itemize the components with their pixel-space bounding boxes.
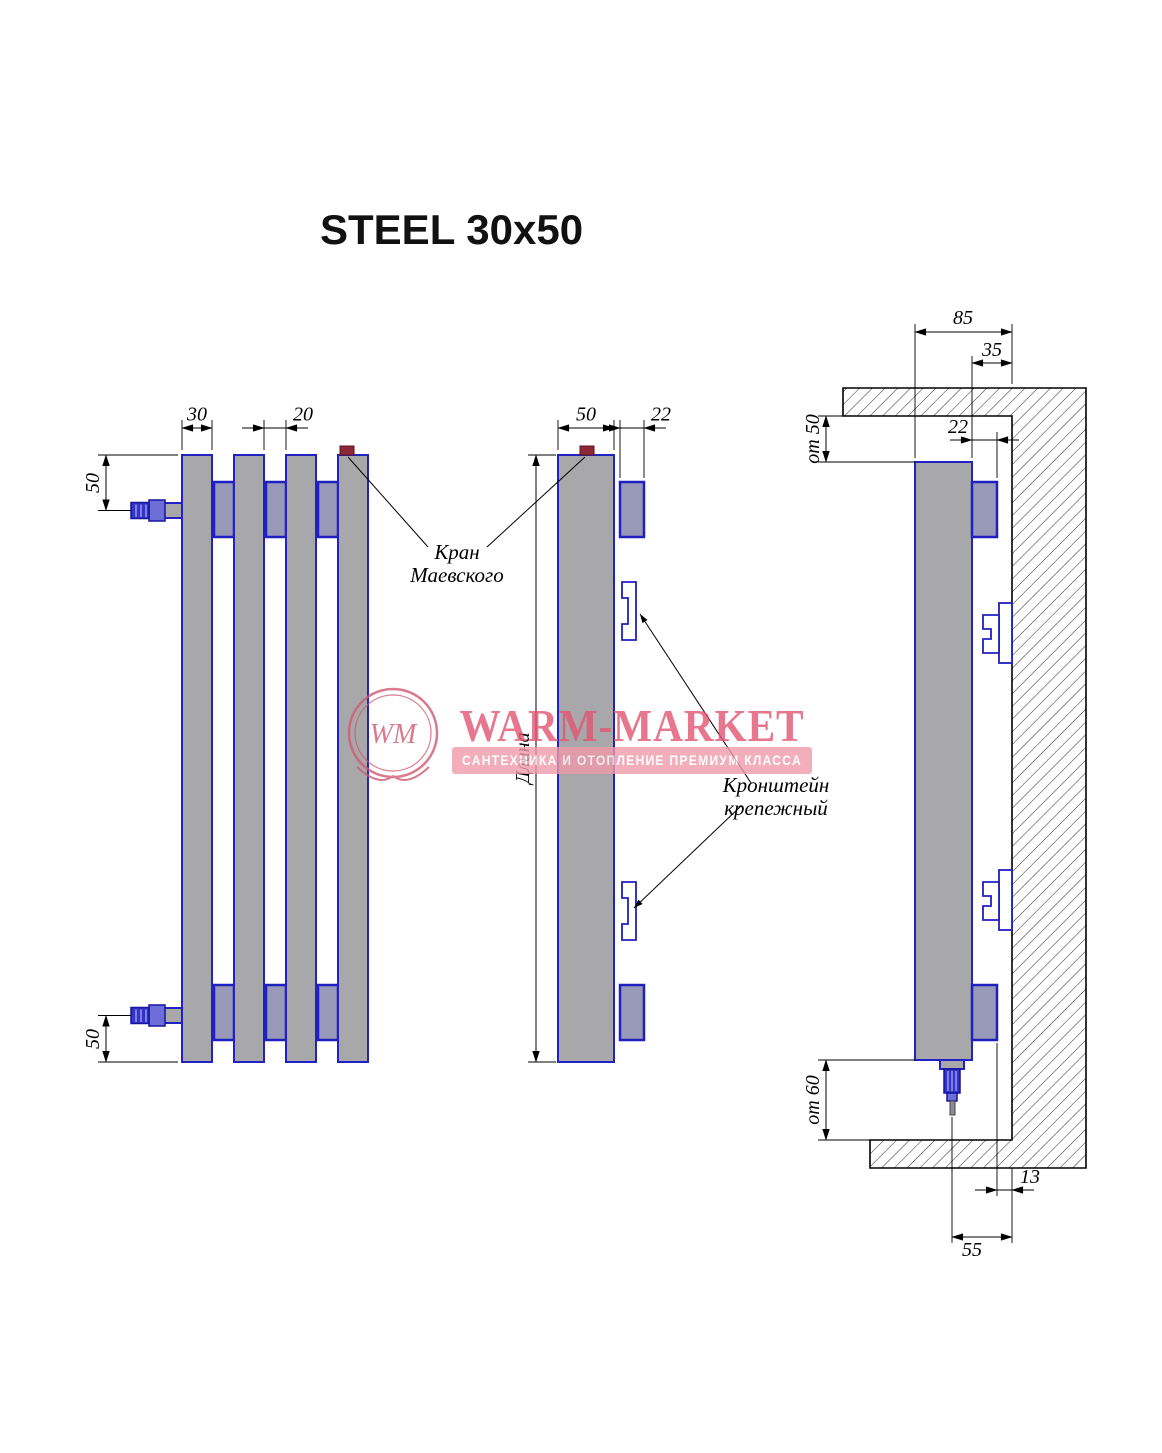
fitting-nut bbox=[148, 1004, 166, 1027]
collector-section bbox=[212, 480, 236, 539]
mounting-bracket bbox=[621, 581, 637, 641]
fitting-stem bbox=[163, 502, 183, 519]
leader-line bbox=[633, 805, 742, 909]
fitting-nut bbox=[148, 499, 166, 522]
valve-label-line2: Маевского bbox=[409, 563, 503, 587]
watermark-flourish bbox=[356, 766, 430, 781]
mayevsky-valve bbox=[339, 445, 355, 456]
watermark-tagline: САНТЕХНИКА И ОТОПЛЕНИЕ ПРЕМИУМ КЛАССА bbox=[462, 752, 802, 768]
dim-label-bracket-depth: 22 bbox=[948, 416, 968, 438]
dim-label-gap: 13 bbox=[1020, 1166, 1040, 1188]
leader-line bbox=[347, 456, 429, 548]
front-view: 30 20 50 50 bbox=[82, 404, 369, 1063]
collector-section bbox=[264, 983, 288, 1042]
collector-section bbox=[212, 983, 236, 1042]
radiator-tube bbox=[285, 454, 317, 1063]
mounting-foot bbox=[970, 983, 999, 1042]
fitting-stem bbox=[163, 1007, 183, 1024]
bracket-label-line2: крепежный bbox=[724, 796, 828, 820]
collector-section bbox=[316, 983, 340, 1042]
dim-label-tube-gap: 20 bbox=[293, 404, 313, 426]
bracket-plate bbox=[998, 602, 1013, 664]
bracket-hook bbox=[982, 614, 1000, 654]
watermark-monogram: WM bbox=[370, 719, 418, 750]
page-title: STEEL 30x50 bbox=[320, 206, 583, 253]
radiator-side bbox=[914, 461, 973, 1061]
bracket-hook bbox=[982, 881, 1000, 921]
watermark-brand: WARM-MARKET bbox=[460, 700, 805, 751]
radiator-tube bbox=[181, 454, 213, 1063]
radiator-tube bbox=[337, 454, 369, 1063]
dim-label-back-to-wall: 35 bbox=[981, 339, 1002, 361]
bracket-plate bbox=[998, 869, 1013, 931]
wall-bracket-upper bbox=[982, 602, 1013, 664]
wall-bracket-lower bbox=[982, 869, 1013, 931]
collector-section bbox=[264, 480, 288, 539]
dim-label-total: 85 bbox=[953, 307, 973, 329]
dim-label-pipe-to-wall: 55 bbox=[962, 1239, 982, 1261]
extension-lines bbox=[98, 420, 287, 1063]
dim-label-bottom-clearance: от 60 bbox=[802, 1075, 824, 1124]
valve-label-line1: Кран bbox=[433, 540, 479, 564]
wall-view: 85 35 22 от 50 от 60 13 55 bbox=[802, 307, 1087, 1261]
valve-body bbox=[939, 1059, 965, 1070]
mayevsky-valve bbox=[579, 445, 595, 456]
mounting-foot bbox=[970, 480, 999, 539]
mounting-bracket bbox=[621, 881, 637, 941]
watermark: WM WARM-MARKET САНТЕХНИКА И ОТОПЛЕНИЕ ПР… bbox=[347, 687, 812, 781]
mounting-foot bbox=[618, 983, 646, 1042]
dim-label-bracket-depth: 22 bbox=[651, 404, 671, 426]
watermark-logo-ring-inner bbox=[354, 694, 432, 772]
leader-line bbox=[486, 456, 586, 548]
collector-section bbox=[316, 480, 340, 539]
dim-label-depth: 50 bbox=[576, 404, 596, 426]
dim-label-top-clearance: от 50 bbox=[802, 414, 824, 463]
valve-nut bbox=[946, 1092, 958, 1102]
valve-stem bbox=[949, 1100, 956, 1116]
bracket-label-line1: Кронштейн bbox=[722, 773, 830, 797]
bottom-valve bbox=[939, 1059, 965, 1116]
dim-label-top-offset: 50 bbox=[82, 473, 104, 493]
mounting-foot bbox=[618, 480, 646, 539]
inlet-fitting-bottom bbox=[130, 1004, 183, 1027]
inlet-fitting-top bbox=[130, 499, 183, 522]
dim-label-tube-width: 30 bbox=[186, 404, 207, 426]
watermark-tagline-band bbox=[452, 747, 812, 774]
extension-lines bbox=[818, 324, 1013, 1243]
dim-label-bottom-offset: 50 bbox=[82, 1029, 104, 1049]
extension-lines bbox=[528, 420, 645, 1063]
radiator-tube bbox=[233, 454, 265, 1063]
